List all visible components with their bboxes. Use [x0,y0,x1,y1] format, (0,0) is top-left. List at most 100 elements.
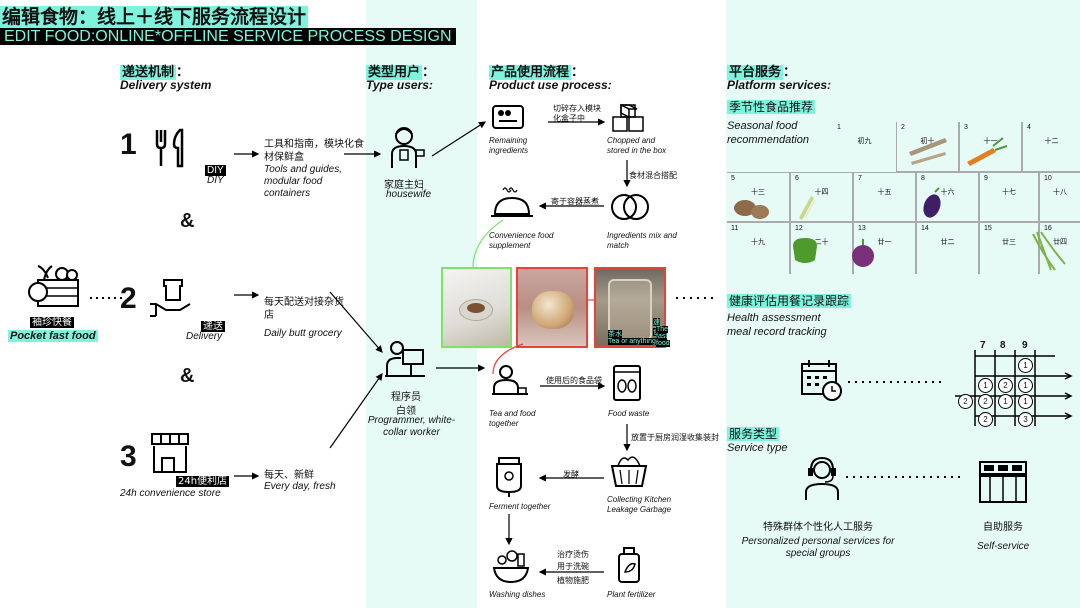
cal-zh-14: 廿二 [940,238,955,246]
cal-zh-8: 十六 [940,188,955,196]
housewife-zh: 家庭主妇 [384,180,424,191]
garbage-basket-icon [610,456,648,487]
process-title: 产品使用流程： [489,61,584,80]
cal-zh-6: 十四 [814,188,829,196]
fertilizer-bottle-icon [618,547,640,583]
delivery-hand-box-icon [150,279,191,317]
health-zh: 健康评估用餐记录跟踪 [727,292,852,309]
jar-tag-tea-zh: 茶水 [608,330,622,338]
pocket-fast-food-zh: 袖珍快餐 [30,313,74,328]
programmer-en: Programmer, white-collar worker [367,415,456,438]
service-zh: 服务类型 [727,425,780,442]
cal-zh-2: 初十 [920,137,935,145]
grid-circle-4: 1 [1018,378,1033,393]
cal-n-15: 15 [984,225,992,232]
delivery-title-colon: ： [176,65,190,80]
wash-zh2: 用于洗碗 [557,562,589,571]
dessert-shape [532,291,574,329]
delivery-title-en: Delivery system [120,78,212,92]
delivery-label: Delivery [186,331,223,342]
seasonal-en: Seasonal food recommendation [727,120,809,146]
cal-n-7: 7 [858,175,862,182]
title-zh-text: 编辑食物：线上＋线下服务流程设计 [0,6,309,28]
health-zh-text: 健康评估用餐记录跟踪 [727,294,852,308]
grid-circle-8: 1 [1018,394,1033,409]
pocket-fast-food-en: Pocket fast food [8,330,98,342]
cal-cell-12: 12 二十 [790,222,853,274]
users-title: 类型用户： [366,61,435,80]
green-beans-icon [1032,231,1066,271]
process-title-zh: 产品使用流程 [489,65,572,80]
cal-n-14: 14 [921,225,929,232]
diy-tag: DIY [205,160,226,178]
delivery-desc-zh: 每天配送对接杂货店 [264,297,344,321]
grid-circle-6: 2 [978,394,993,409]
users-title-colon: ： [422,65,436,80]
food-waste-bag-icon [613,365,641,401]
tracking-grid-lines [955,350,1073,426]
cal-n-16: 16 [1044,225,1052,232]
grid-circle-3: 2 [998,378,1013,393]
cutting-board-icon [492,105,524,129]
grid-circle-2: 1 [978,378,993,393]
cal-zh-12: 二十 [814,238,829,246]
cal-n-2: 2 [901,124,905,131]
cal-n-13: 13 [858,225,866,232]
cubes-icon [612,103,644,132]
delivery-tag: 递送 [201,316,225,334]
grid-col-9: 9 [1022,340,1028,351]
cal-cell-6: 6 十四 [790,172,853,222]
programmer-zh: 程序员 [391,392,421,403]
platform-title: 平台服务： [727,61,796,80]
users-title-en: Type users: [366,78,433,92]
washing-dishes-icon [492,550,530,584]
cloche-icon [491,187,533,217]
jar-tag-fast-en: The fast food [656,326,670,347]
cal-n-10: 10 [1044,175,1052,182]
washing-label: Washing dishes [489,590,546,599]
self-en: Self-service [977,541,1030,552]
cal-cell-14: 14 廿二 [916,222,979,274]
service-zh-text: 服务类型 [727,427,780,441]
platform-title-en: Platform services: [727,78,832,92]
mix-zh: 食材混合搭配 [629,171,677,180]
and-symbol-2: & [180,365,195,387]
grid-circle-7: 1 [998,394,1013,409]
cal-n-12: 12 [795,225,803,232]
chopped-label: Chopped and stored in the box [607,136,667,155]
used-bag-zh: 使用后的食品袋 [546,376,602,385]
platform-title-zh: 平台服务 [727,65,784,80]
cal-zh-7: 十五 [877,188,892,196]
grid-col-8: 8 [1000,340,1006,351]
cal-zh-11: 十九 [751,238,765,246]
store-label: 24h convenience store [120,488,221,499]
tracking-grid: 7 8 9 1 1 2 1 2 2 1 1 2 3 [955,340,1075,430]
collecting-label: Collecting Kitchen Leakage Garbage [607,495,672,514]
diy-label: DIY [207,175,224,186]
calendar-clock-icon [801,360,842,401]
service-en: Service type [727,442,788,454]
potato-icon [734,200,769,219]
diy-desc-en: Tools and guides, modular food container… [264,164,343,199]
ferment-container-icon [496,457,522,497]
delivery-title-zh: 递送机制 [120,65,177,80]
eggplant-icon [923,187,941,218]
jar-shape [608,279,652,341]
seasonal-zh-text: 季节性食品推荐 [727,100,816,114]
personal-en: Personalized personal services for speci… [741,536,895,559]
grid-circle-5: 2 [958,394,973,409]
cal-n-11: 11 [731,225,739,232]
cal-zh-9: 十七 [1002,188,1016,196]
store-tag: 24h便利店 [176,471,230,489]
cal-zh-3: 十一 [983,137,998,145]
pocket-fast-food-label: Pocket fast food [8,330,98,342]
cal-n-1: 1 [837,124,841,131]
cal-n-6: 6 [795,175,799,182]
jar-tag-fast-en-text: The fast food [656,326,670,347]
store-desc-en: Every day, fresh [264,481,336,492]
